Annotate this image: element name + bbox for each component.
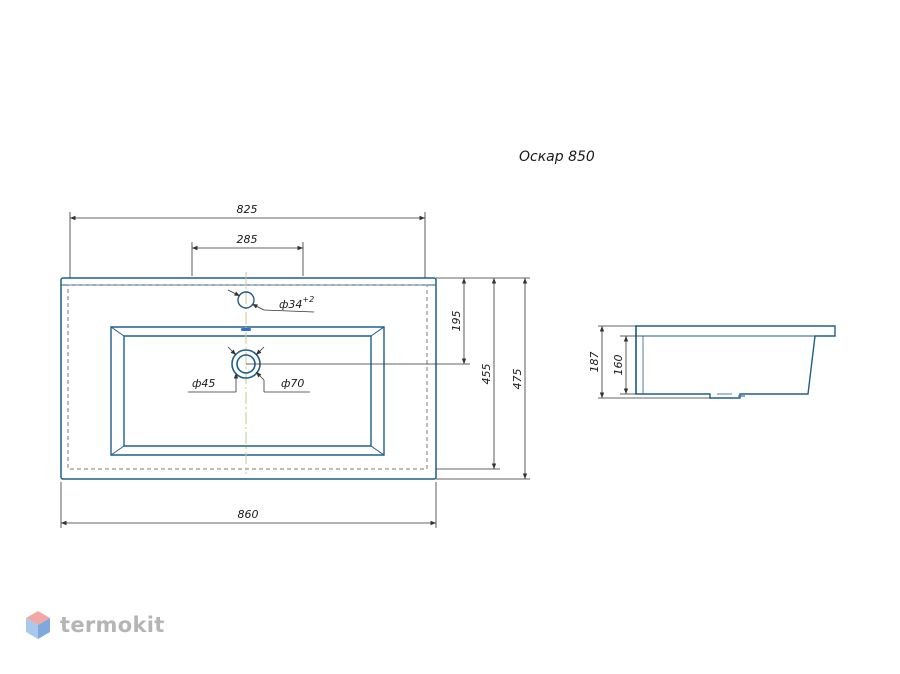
dim-label-455: 455 (480, 364, 493, 385)
dim-label-860: 860 (238, 508, 259, 521)
side-view (635, 325, 836, 399)
dim-label-drain-outer: ф70 (281, 377, 304, 390)
drawing-title: Оскар 850 (519, 149, 595, 165)
basin-outline (60, 277, 437, 480)
dim-475: 475 (436, 278, 530, 480)
dim-label-475: 475 (511, 369, 524, 390)
dim-label-195: 195 (450, 311, 463, 332)
hidden-outline (67, 284, 428, 470)
dim-187: 187 (588, 325, 710, 399)
bowl-outer (110, 326, 385, 456)
dim-label-825: 825 (237, 203, 258, 216)
bowl-inner (123, 335, 372, 447)
dim-195: 195 (436, 277, 530, 364)
dim-455: 455 (436, 278, 500, 470)
tap-hole (237, 291, 255, 309)
dim-label-tap-hole: ф34+2 (279, 295, 314, 311)
dim-825: 825 (69, 203, 426, 278)
side-profile (635, 325, 836, 399)
brand-name: termokit (60, 613, 165, 637)
dim-tap-hole: ф34+2 (227, 289, 314, 313)
dim-label-160: 160 (612, 355, 625, 376)
brand-watermark: termokit (24, 609, 165, 641)
dim-drain: ф45 ф70 (188, 346, 310, 393)
dim-label-285: 285 (237, 233, 258, 246)
dim-label-187: 187 (588, 352, 601, 373)
dim-285: 285 (191, 233, 304, 276)
dim-label-drain-inner: ф45 (192, 377, 215, 390)
overflow-slot (241, 328, 251, 331)
dim-160: 160 (612, 335, 636, 395)
top-view (60, 272, 470, 480)
cube-logo-icon (26, 611, 50, 639)
dim-860: 860 (60, 482, 437, 528)
